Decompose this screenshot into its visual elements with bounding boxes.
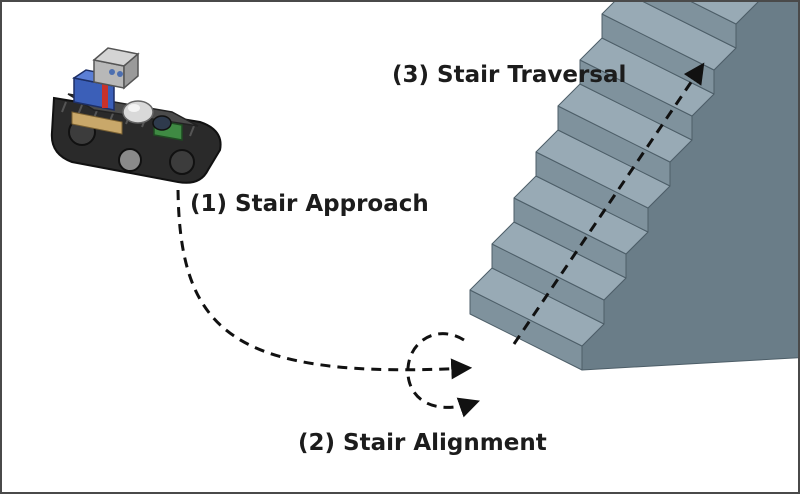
robot-sensor-lens — [109, 69, 115, 75]
robot-wheel — [169, 149, 195, 175]
tracked-robot — [50, 47, 222, 184]
robot-sensor-side — [123, 52, 139, 90]
robot-dome — [122, 100, 154, 124]
robot-sensor-lens — [117, 71, 123, 77]
robot-dome-highlight — [128, 104, 140, 112]
approach-path-arrow — [176, 189, 473, 380]
robot-side-panel — [71, 111, 123, 135]
label-stair-traversal: (3) Stair Traversal — [392, 62, 627, 88]
stair-tread — [690, 2, 759, 25]
label-stair-approach: (1) Stair Approach — [190, 191, 429, 217]
traversal-path-arrow — [512, 62, 705, 345]
robot-wheel — [118, 148, 142, 172]
robot-cylinder — [152, 115, 172, 131]
robot-red-stripe — [102, 82, 108, 108]
staircase — [469, 2, 798, 371]
label-stair-alignment: (2) Stair Alignment — [298, 430, 547, 456]
alignment-loop-arrow — [406, 332, 480, 418]
